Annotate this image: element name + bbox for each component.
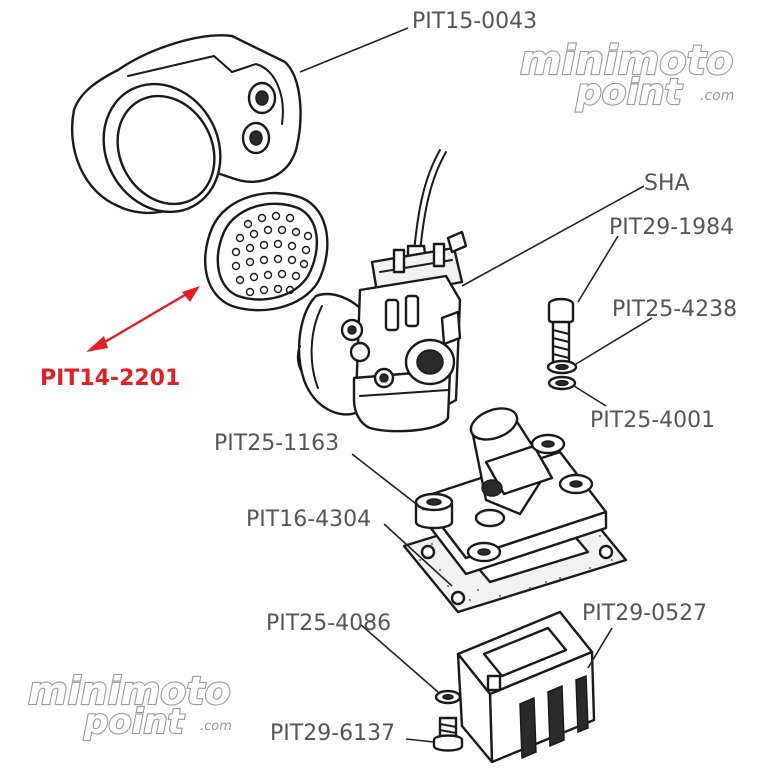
label-pit25-4238: PIT25-4238 xyxy=(612,297,737,322)
leader-pit29-1984 xyxy=(577,235,619,303)
air-filter-element xyxy=(204,191,329,312)
watermark-top-right: minimoto point .com xyxy=(519,37,735,114)
screw-pit29-6137 xyxy=(432,716,464,752)
carburetor xyxy=(296,149,468,433)
label-pit16-4304: PIT16-4304 xyxy=(246,507,371,532)
washer-pit25-4086 xyxy=(434,689,462,705)
leader-pit25-4001 xyxy=(573,385,607,407)
leader-pit29-0527 xyxy=(587,627,613,669)
leader-pit25-4238 xyxy=(575,317,653,365)
leader-pit25-1163 xyxy=(351,453,425,511)
label-sha: SHA xyxy=(644,171,690,196)
label-pit29-0527: PIT29-0527 xyxy=(582,601,707,626)
washer-pit25-4238 xyxy=(546,359,578,375)
leader-sha xyxy=(461,185,645,287)
watermark-top-line1: minimoto xyxy=(520,38,733,84)
screw-pit29-1984 xyxy=(547,297,575,366)
watermark-top-line2: point xyxy=(575,72,683,113)
watermark-bottom-left: minimoto point .com xyxy=(27,668,232,743)
watermark-top-suffix: .com xyxy=(700,88,734,104)
air-filter-housing xyxy=(70,34,302,214)
leader-pit25-4086 xyxy=(359,623,439,693)
label-pit25-4001: PIT25-4001 xyxy=(590,408,715,433)
reed-block-pit29-0527 xyxy=(456,610,596,764)
leader-lines xyxy=(299,27,653,743)
spacer-pit25-1163 xyxy=(414,492,454,530)
label-pit14-2201: PIT14-2201 xyxy=(40,366,180,391)
part-labels: PIT15-0043 SHA PIT29-1984 PIT25-4238 PIT… xyxy=(40,9,737,746)
leader-pit15-0043 xyxy=(299,27,409,73)
watermark-bottom-line1: minimoto xyxy=(28,669,231,713)
label-pit25-4086: PIT25-4086 xyxy=(266,611,391,636)
watermark-bottom-line2: point xyxy=(83,702,186,742)
arrowhead-left-icon xyxy=(86,336,108,352)
label-pit25-1163: PIT25-1163 xyxy=(214,431,339,456)
filter-mesh-holes xyxy=(231,211,313,297)
watermark-bottom-suffix: .com xyxy=(200,719,232,734)
label-pit29-6137: PIT29-6137 xyxy=(270,721,395,746)
leader-pit16-4304 xyxy=(383,523,453,587)
leader-pit29-6137 xyxy=(405,738,435,743)
highlight-arrow xyxy=(86,286,200,352)
label-pit15-0043: PIT15-0043 xyxy=(412,9,537,34)
washer-pit25-4001 xyxy=(547,375,577,391)
intake-manifold xyxy=(418,407,608,576)
arrowhead-right-icon xyxy=(182,286,200,302)
label-pit29-1984: PIT29-1984 xyxy=(609,215,734,240)
